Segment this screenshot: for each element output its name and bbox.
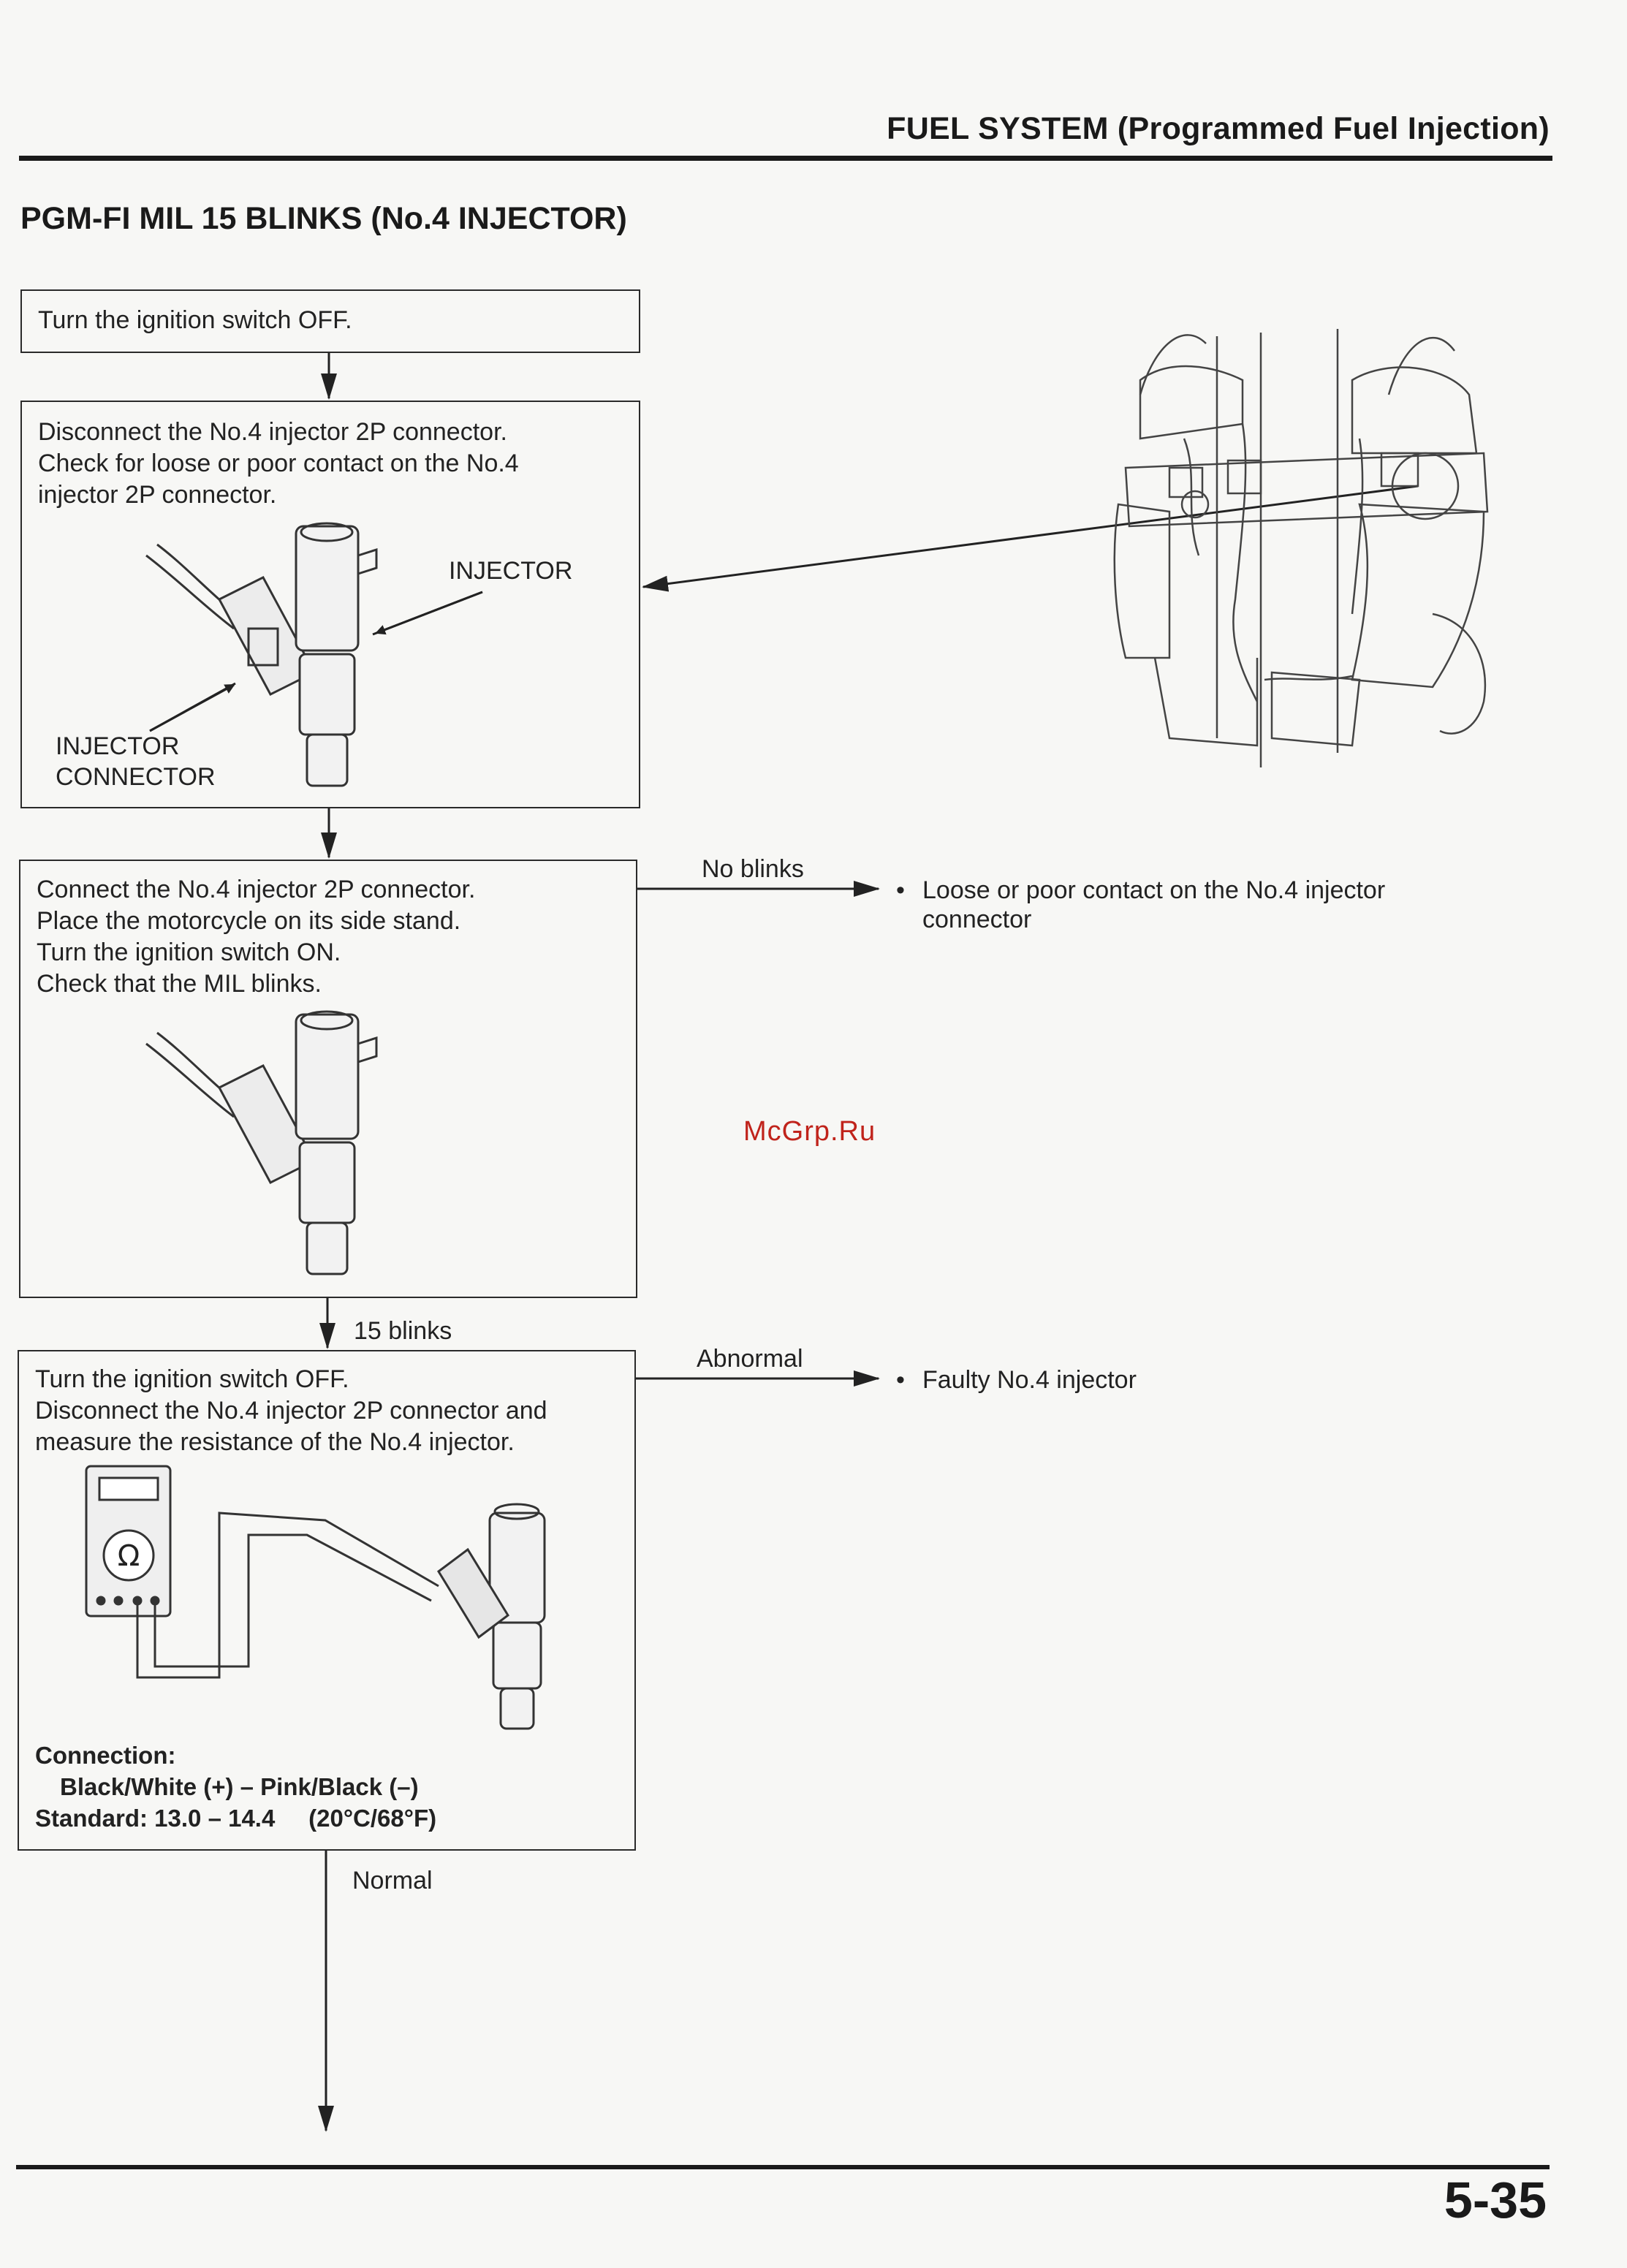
connection-label: Connection: [35,1742,176,1769]
connector-leader [149,683,235,732]
injector-illustration [145,522,483,787]
header-divider [19,156,1552,161]
engine-pointer-line [642,485,1419,592]
abnormal-result-text: Faulty No.4 injector [922,1366,1137,1394]
resistance-standard: Standard: 13.0 – 14.4 (20°C/68°F) [35,1805,437,1832]
injector-connector-label-2: CONNECTOR [56,763,216,791]
bullet-icon: • [896,1366,905,1394]
footer-divider [16,2165,1550,2169]
no-blinks-label: No blinks [702,855,804,883]
connection-value: Black/White (+) – Pink/Black (–) [60,1773,419,1800]
step-3-text: Connect the No.4 injector 2P connector. … [37,876,476,998]
engine-illustration [1113,329,1489,767]
no-blinks-result: • Loose or poor contact on the No.4 inje… [896,876,1478,934]
step-box-4 [18,1350,636,1851]
step-box-1 [20,289,640,353]
no-blinks-result-text: Loose or poor contact on the No.4 inject… [922,876,1386,933]
injector-connector-label-1: INJECTOR [56,732,180,760]
step-4-text: Turn the ignition switch OFF. Disconnect… [35,1365,547,1456]
step-box-3 [19,860,637,1298]
bullet-icon: • [896,876,905,904]
ohm-symbol-icon: Ω [118,1539,140,1573]
abnormal-label: Abnormal [697,1345,803,1373]
multimeter-illustration [85,1465,546,1730]
watermark-text: McGrp.Ru [743,1116,876,1147]
abnormal-result: • Faulty No.4 injector [896,1365,1478,1395]
step-1-text: Turn the ignition switch OFF. [38,306,352,334]
injector-label: INJECTOR [449,557,573,585]
section-header-title: FUEL SYSTEM (Programmed Fuel Injection) [887,111,1550,146]
injector-leader [375,591,483,635]
normal-label: Normal [352,1867,433,1895]
step-2-text: Disconnect the No.4 injector 2P connecto… [38,418,519,509]
page-title: PGM-FI MIL 15 BLINKS (No.4 INJECTOR) [20,201,627,236]
page-number: 5-35 [1444,2172,1547,2229]
step-box-2 [20,401,640,808]
injector-illustration-connected [145,1010,378,1275]
fifteen-blinks-label: 15 blinks [354,1317,452,1345]
